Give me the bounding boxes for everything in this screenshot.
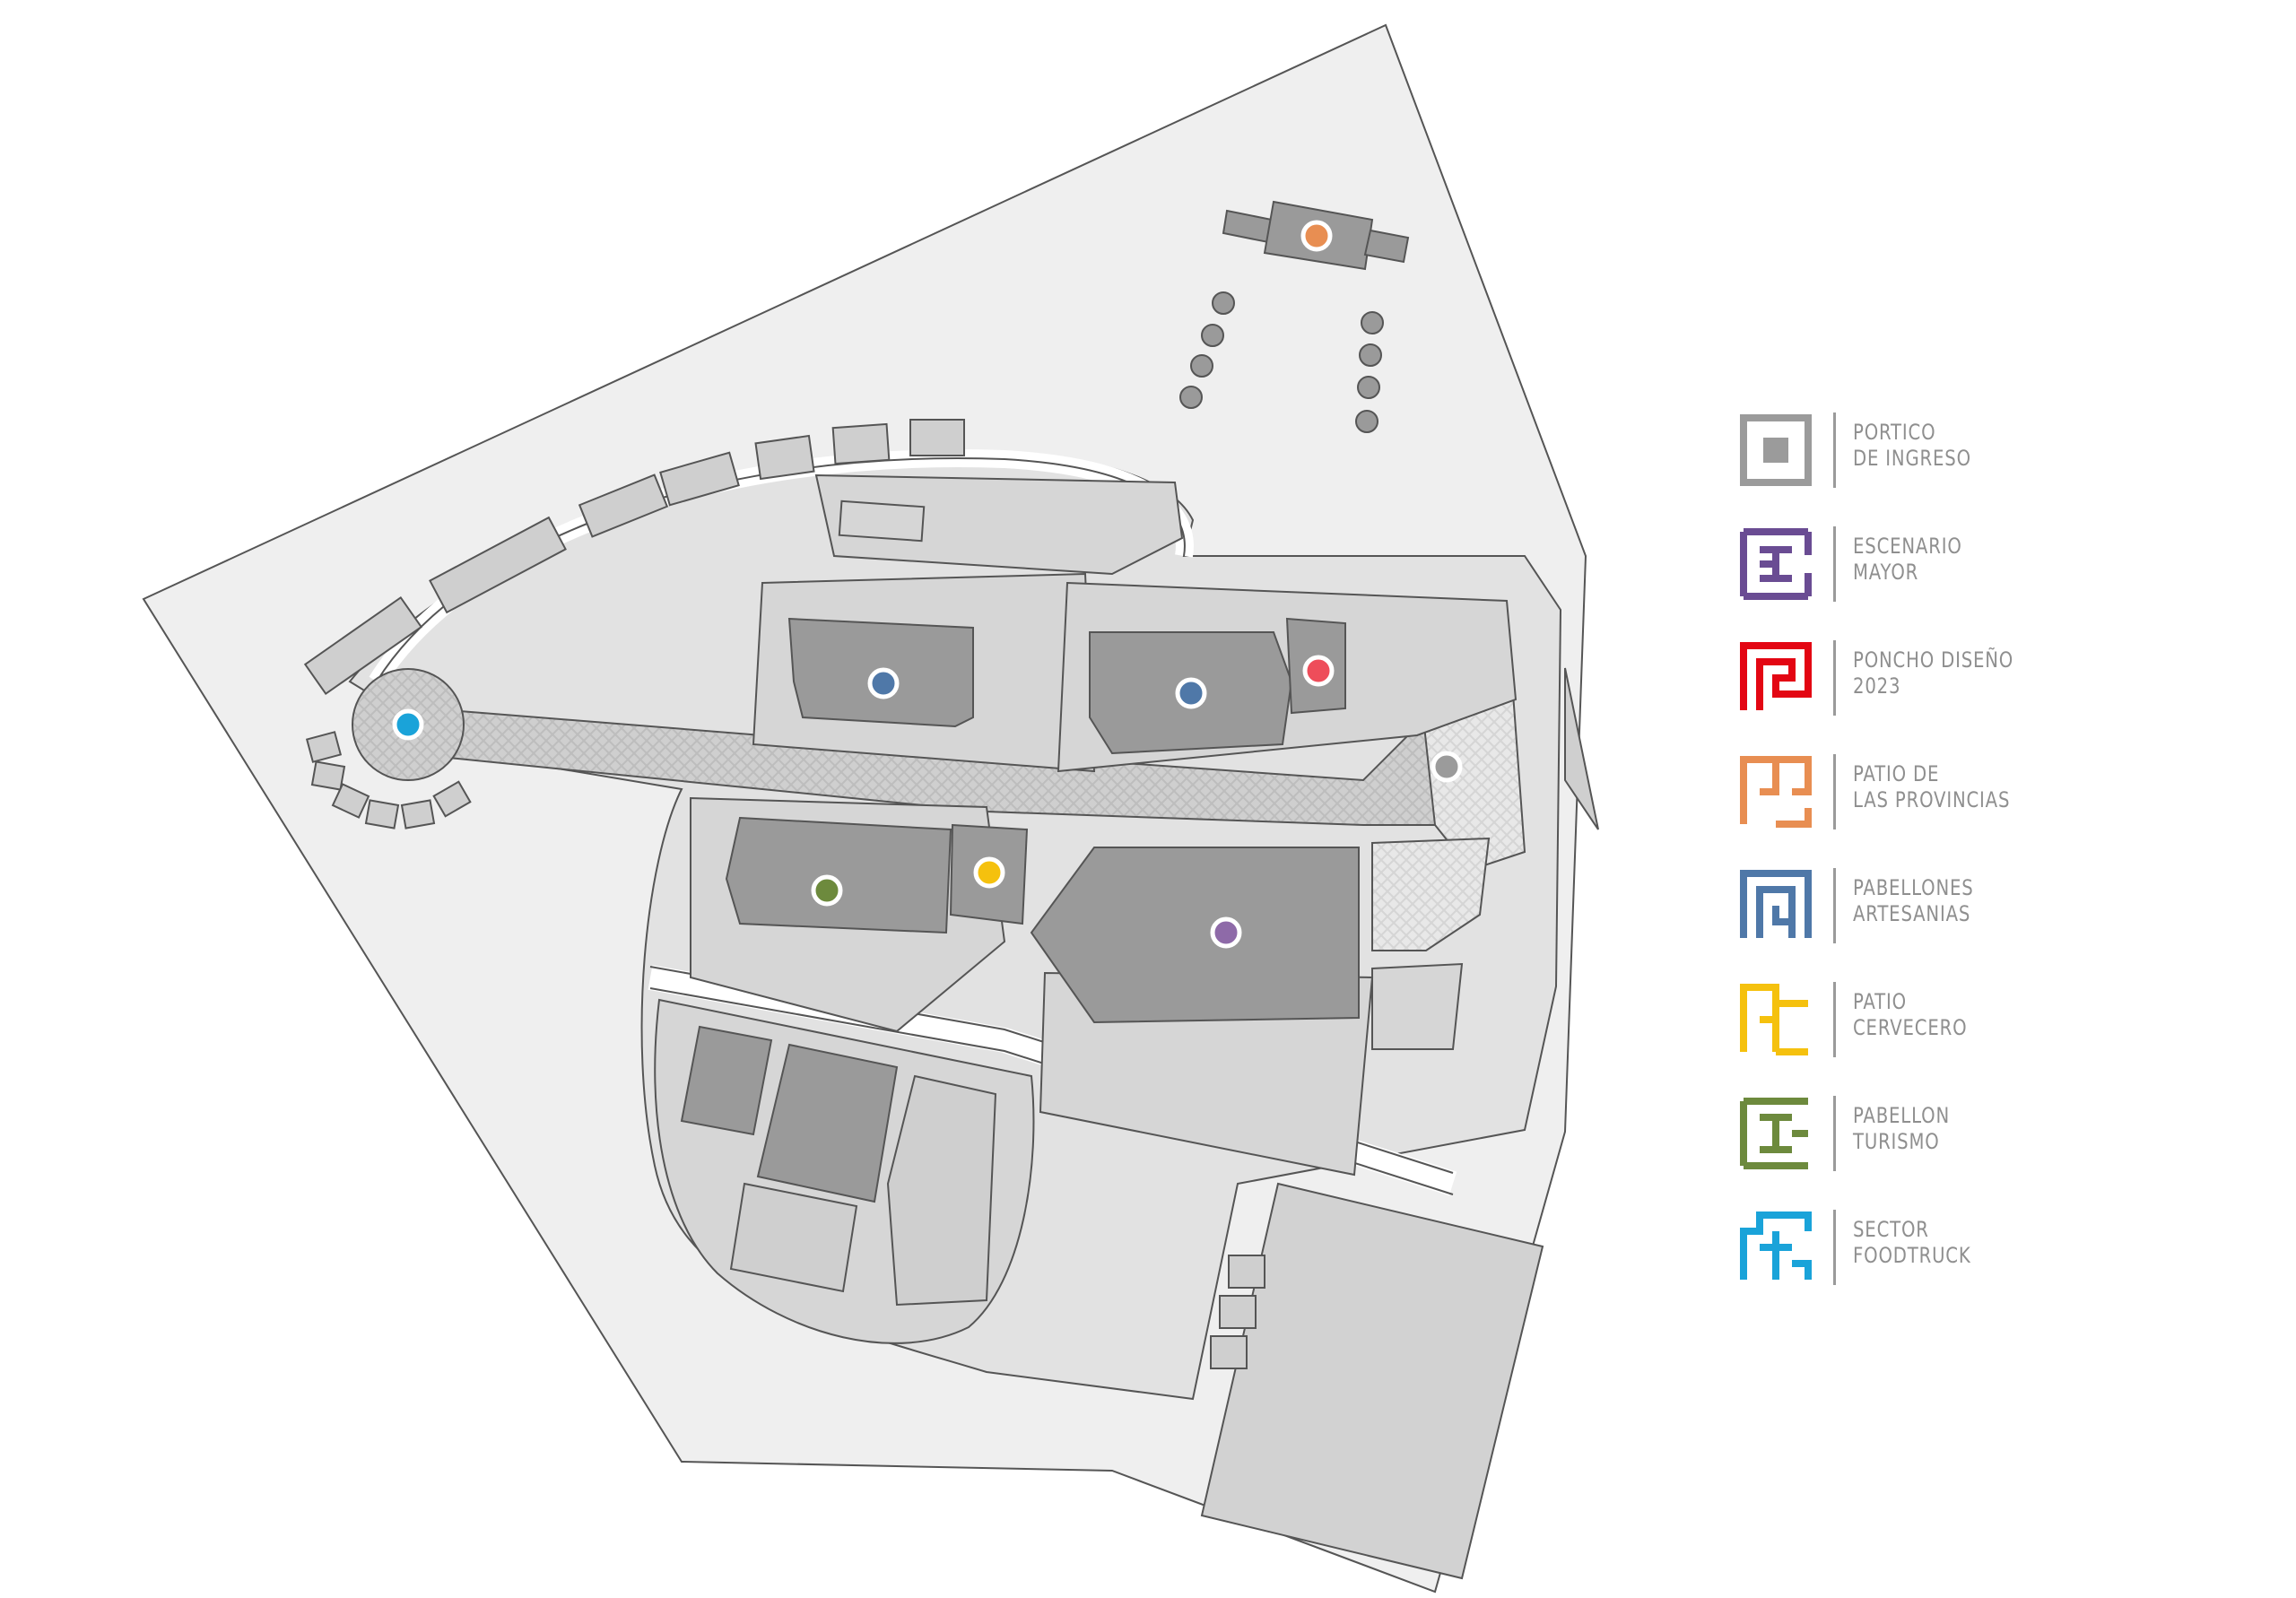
parking-spot <box>1219 1295 1257 1329</box>
legend-item-patio-cervecero: PATIO CERVECERO <box>1740 982 2242 1057</box>
tree-dot <box>1179 386 1203 409</box>
south-block <box>680 1025 773 1136</box>
nw-stall <box>659 451 740 507</box>
nw-stall <box>578 473 669 538</box>
legend-separator <box>1833 1096 1836 1171</box>
legend-label: PONCHO DISEÑO 2023 <box>1853 647 2161 699</box>
legend-label-line1: PABELLON <box>1853 1103 1951 1128</box>
legend-label-line2: MAYOR <box>1853 560 1919 585</box>
escenario-glyph-icon <box>1740 528 1812 600</box>
marker-portico[interactable] <box>1431 751 1463 783</box>
promenade-plaza <box>1371 837 1491 951</box>
south-block <box>729 1182 858 1293</box>
legend-item-pabellon-turismo: PABELLON TURISMO <box>1740 1096 2242 1171</box>
nw-stall <box>754 434 815 481</box>
legend-separator <box>1833 413 1836 488</box>
legend-separator <box>1833 868 1836 943</box>
legend-separator <box>1833 982 1836 1057</box>
east-wedge <box>1564 667 1599 830</box>
legend-item-portico: PORTICO DE INGRESO <box>1740 413 2242 488</box>
legend-label: SECTOR FOODTRUCK <box>1853 1217 2161 1269</box>
legend-label-line1: PORTICO <box>1853 420 1936 445</box>
legend-label-line1: PATIO <box>1853 989 1907 1014</box>
nw-stall <box>909 419 965 456</box>
pabellon-turismo-glyph-icon <box>1740 1098 1808 1169</box>
legend-item-patio-provincias: PATIO DE LAS PROVINCIAS <box>1740 754 2242 829</box>
legend-label: PATIO DE LAS PROVINCIAS <box>1853 761 2161 813</box>
nw-stall <box>303 595 423 696</box>
marker-patio-provincias[interactable] <box>1300 220 1333 252</box>
foodtruck-stall <box>305 731 343 763</box>
legend-label: PORTICO DE INGRESO <box>1853 420 2161 472</box>
foodtruck-stall <box>400 799 436 829</box>
foodtruck-stall <box>331 783 370 819</box>
tree-dot <box>1361 311 1384 334</box>
legend-label-line2: CERVECERO <box>1853 1015 1968 1040</box>
marker-foodtruck[interactable] <box>392 708 424 741</box>
tree-dot <box>1359 343 1382 367</box>
legend-label-line2: 2023 <box>1853 673 1901 699</box>
marker-pabellon-turismo[interactable] <box>811 874 843 907</box>
marker-poncho[interactable] <box>1302 655 1335 687</box>
foodtruck-stall <box>310 760 346 791</box>
legend-label: ESCENARIO MAYOR <box>1853 534 2161 586</box>
south-block <box>756 1043 899 1203</box>
inner-lot <box>814 473 1184 576</box>
legend-label: PABELLON TURISMO <box>1853 1103 2161 1155</box>
legend-label-line1: PATIO DE <box>1853 761 1940 786</box>
inner-lot <box>838 499 926 543</box>
legend-label: PABELLONES ARTESANIAS <box>1853 875 2161 927</box>
legend-label-line1: PABELLONES <box>1853 875 1974 900</box>
escenario-mayor-building <box>1030 847 1360 1024</box>
legend-item-foodtruck: SECTOR FOODTRUCK <box>1740 1210 2242 1285</box>
legend-item-escenario: ESCENARIO MAYOR <box>1740 526 2242 602</box>
foodtruck-stall <box>432 780 472 818</box>
tree-dot <box>1190 354 1213 378</box>
foodtruck-stall <box>364 799 400 829</box>
marker-escenario[interactable] <box>1210 916 1242 949</box>
legend-label-line2: FOODTRUCK <box>1853 1243 1971 1268</box>
legend-label-line2: DE INGRESO <box>1853 446 1971 471</box>
parking-spot <box>1228 1255 1265 1289</box>
legend-item-poncho: PONCHO DISEÑO 2023 <box>1740 640 2242 716</box>
legend-separator <box>1833 526 1836 602</box>
legend-label-line2: LAS PROVINCIAS <box>1853 787 2011 812</box>
portico-square-icon <box>1740 414 1812 486</box>
patio-cervecero-glyph-icon <box>1740 984 1808 1055</box>
foodtruck-glyph-icon <box>1740 1212 1812 1280</box>
tree-dot <box>1201 324 1224 347</box>
pabellones-glyph-icon <box>1740 870 1812 938</box>
legend-label-line2: ARTESANIAS <box>1853 901 1971 926</box>
legend-label: PATIO CERVECERO <box>1853 989 2161 1041</box>
pabellon-turismo-building <box>725 816 952 934</box>
legend-separator <box>1833 1210 1836 1285</box>
inner-lot <box>1371 962 1464 1050</box>
marker-pabellones[interactable] <box>1175 677 1207 709</box>
legend-label-line2: TURISMO <box>1853 1129 1940 1154</box>
parking-spot <box>1210 1335 1248 1369</box>
poncho-glyph-icon <box>1740 642 1812 710</box>
marker-patio-cervecero[interactable] <box>973 856 1005 889</box>
map-markers <box>392 220 1463 949</box>
legend-label-line1: SECTOR <box>1853 1217 1929 1242</box>
legend-separator <box>1833 754 1836 829</box>
patio-provincias-glyph-icon <box>1740 756 1812 828</box>
marker-pabellones[interactable] <box>867 667 900 699</box>
legend-label-line1: ESCENARIO <box>1853 534 1962 559</box>
legend-item-pabellones: PABELLONES ARTESANIAS <box>1740 868 2242 943</box>
tree-dot <box>1357 376 1380 399</box>
southeast-lot <box>1200 1182 1544 1580</box>
legend: PORTICO DE INGRESO ESCENARIO MAYOR PONCH… <box>1740 413 2242 1324</box>
nw-stall <box>429 516 567 614</box>
nw-stall <box>831 422 891 465</box>
legend-label-line1: PONCHO DISEÑO <box>1853 647 2014 673</box>
south-block <box>886 1074 997 1307</box>
legend-separator <box>1833 640 1836 716</box>
tree-dot <box>1212 291 1235 315</box>
tree-dot <box>1355 410 1378 433</box>
